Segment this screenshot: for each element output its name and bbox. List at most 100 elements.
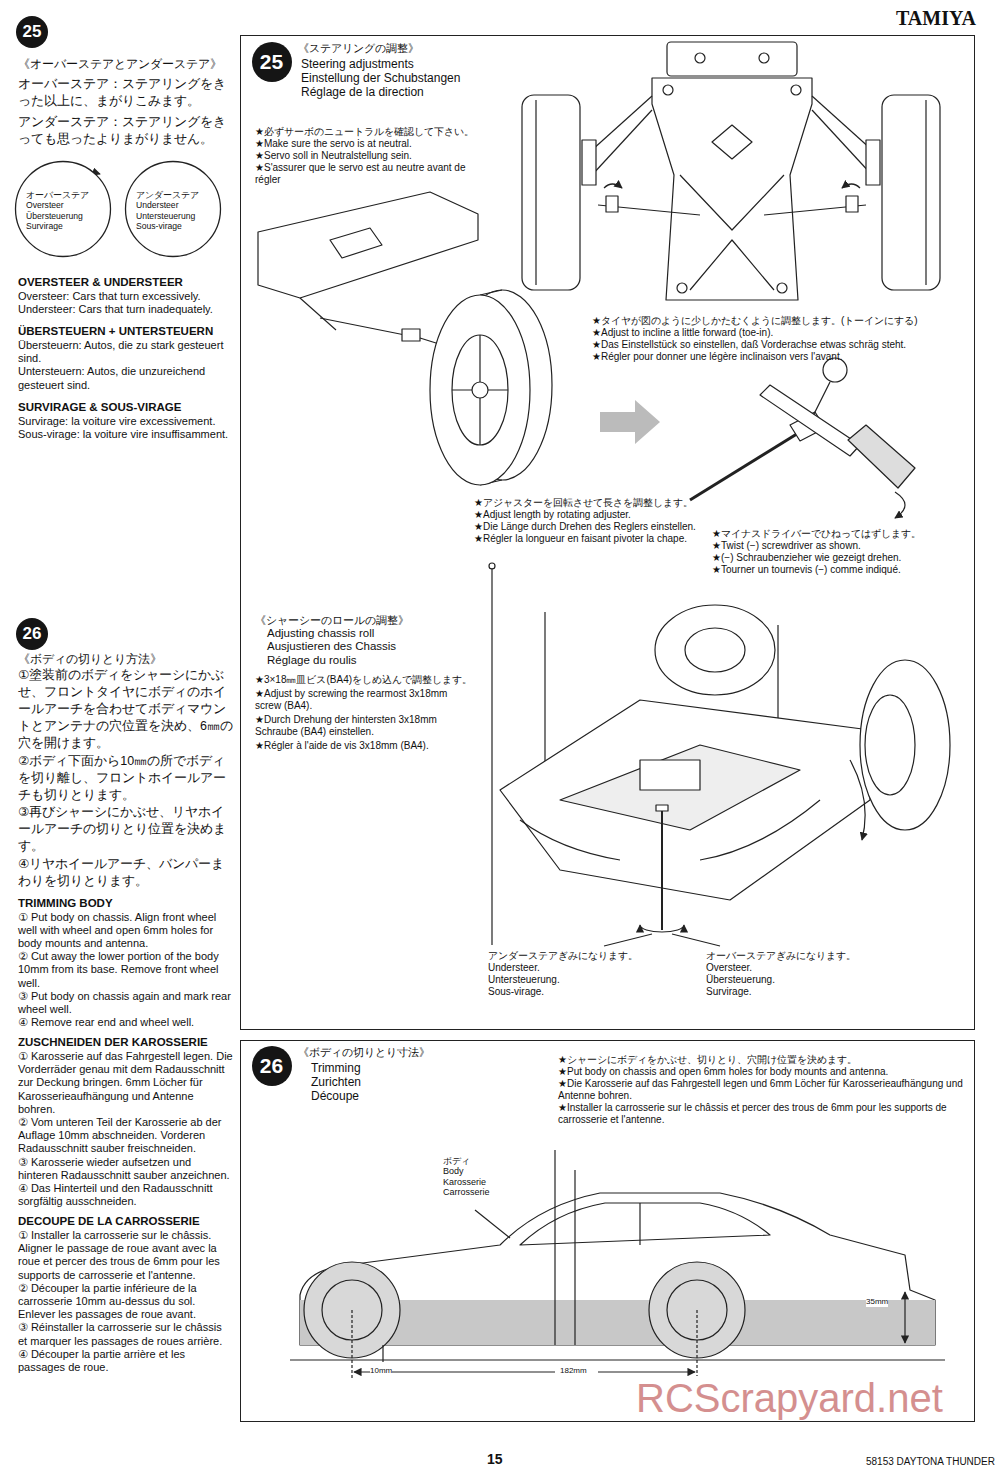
dimension-label: 182mm [560, 1366, 587, 1376]
illustration-line [842, 184, 860, 188]
illustration-line [402, 329, 420, 341]
screwdriver-detail [690, 358, 915, 518]
illustration-line [544, 612, 545, 770]
part-label: ボディ [443, 1156, 533, 1166]
result-label: オーバーステアぎみになります。 [706, 950, 881, 962]
section-heading: 《ボディの切りとり方法》 [18, 652, 233, 666]
note-text: ★Twist (−) screwdriver as shown. [712, 540, 967, 552]
section-heading: DECOUPE DE LA CARROSSERIE [18, 1215, 233, 1229]
note-text: ★Put body on chassis and open 6mm holes … [558, 1066, 963, 1078]
step-number: 25 [16, 16, 48, 48]
instruction-text: ③ Réinstaller la carrosserie sur le châs… [18, 1321, 233, 1347]
illustration-line [904, 1292, 905, 1343]
illustration-line [258, 192, 478, 298]
illustration-line [865, 695, 915, 795]
note-text: ★Servo soll in Neutralstellung sein. [255, 150, 480, 162]
illustration-line [598, 1371, 695, 1372]
illustration-line [290, 1359, 945, 1360]
note-text: ★シャーシにボディをかぶせ、切りとり、穴開け位置を決めます。 [558, 1054, 963, 1066]
note-text: ★S'assurer que le servo est au neutre av… [255, 162, 480, 186]
note-text: ★Adjust by screwing the rearmost 3x18mm … [255, 688, 473, 712]
illustration-line [330, 228, 382, 258]
illustration-line [382, 1345, 383, 1362]
illustration-line [866, 140, 880, 185]
node-text: Réglage de la direction [301, 86, 424, 100]
note-text: ★Durch Drehung der hintersten 3x18mm Sch… [255, 714, 473, 738]
part-label: Carrosserie [443, 1187, 533, 1197]
note-text: ★Make sure the servo is at neutral. [255, 138, 480, 150]
note-text: ★Die Länge durch Drehen des Reglers eins… [474, 521, 710, 533]
node-heading: 《ステアリングの調整》 [298, 42, 419, 55]
illustration-line [452, 335, 508, 445]
node-text: Sous-virage [136, 221, 222, 231]
step-number: 26 [23, 624, 42, 644]
node-heading: 《ボディの切りとり寸法》 [298, 1046, 430, 1059]
illustration-line [639, 1203, 640, 1245]
illustration-line [860, 660, 950, 830]
section-heading: Adjusting chassis roll [255, 627, 473, 641]
instruction-text: ① Installer la carrosserie sur le châssi… [18, 1229, 233, 1282]
dimension-label: 35mm [866, 1297, 888, 1307]
illustration-line [592, 110, 652, 175]
text-column: ボディBodyKarosserieCarrosserie [443, 1156, 533, 1197]
direction-arrow [600, 400, 660, 444]
illustration-line [848, 425, 915, 488]
steering-perspective [258, 192, 552, 485]
node-text: Steering adjustments [301, 58, 414, 72]
text-column: アンダーステアぎみになります。Understeer.Untersteuerung… [488, 950, 653, 998]
section-heading: 《オーバーステアとアンダーステア》 [18, 58, 233, 72]
chassis-top-view [522, 42, 940, 300]
illustration-line [640, 760, 700, 790]
illustration-line [652, 78, 812, 300]
instruction-text: ④ Das Hinterteil und den Radausschnitt s… [18, 1182, 233, 1208]
text-column: ★タイヤが図のように少しかたむくように調整します。(トーインにする)★Adjus… [592, 315, 972, 363]
section-heading: 《シャーシーのロールの調整》 [255, 614, 473, 627]
illustration-line [300, 298, 336, 330]
note-text: ★アジャスターを回転させて長さを調整します。 [474, 497, 710, 509]
text-column: ★シャーシにボディをかぶせ、切りとり、穴開け位置を決めます。★Put body … [558, 1054, 963, 1126]
instruction-text: ② Vom unteren Teil der Karosserie ab der… [18, 1116, 233, 1156]
illustration-line [685, 628, 745, 672]
illustration-line [680, 175, 784, 290]
illustration-line [812, 110, 872, 175]
illustration-line [661, 810, 663, 930]
illustration-line [472, 382, 488, 398]
illustration-line [475, 1210, 510, 1238]
node-text: Einstellung der Schubstangen [301, 72, 460, 86]
kit-name: 58153 DAYTONA THUNDER [866, 1456, 995, 1468]
step-number: 26 [260, 1054, 283, 1078]
illustration-line [430, 295, 530, 485]
illustration-line [677, 283, 687, 293]
illustration-line [812, 382, 830, 418]
note-text: ★Die Karosserie auf das Fahrgestell lege… [558, 1078, 963, 1102]
result-label: Understeer. [488, 962, 653, 974]
dimension-label: 10mm [370, 1366, 392, 1376]
text-column: 《オーバーステアとアンダーステア》オーバーステア：ステアリングをきった以上に、ま… [18, 58, 233, 148]
explanation-text: アンダーステア：ステアリングをきっても思ったよりまがりません。 [18, 113, 233, 148]
illustration-line [925, 100, 926, 285]
illustration-line [663, 85, 673, 95]
illustration-line [560, 745, 800, 830]
definition-text: Sous-virage: la voiture vire insuffisamm… [18, 428, 238, 441]
watermark: RCScrapyard.net [636, 1378, 943, 1418]
instruction-text: ③再びシャーシにかぶせ、リヤホイールアーチの切りとり位置を決めます。 [18, 804, 233, 855]
instruction-text: ④ Remove rear end and wheel well. [18, 1016, 233, 1029]
note-text: ★Installer la carrosserie sur le châssis… [558, 1102, 963, 1126]
instruction-text: ②ボディ下面から10㎜の所でボディを切り離し、フロントホイールアーチも切りとりま… [18, 753, 233, 804]
illustration-line [520, 1203, 770, 1245]
illustration-line [656, 805, 668, 811]
illustration-line [582, 140, 596, 185]
illustration-line [604, 184, 622, 188]
illustration-line [554, 1150, 555, 1345]
definition-text: Understeer: Cars that turn inadequately. [18, 303, 238, 316]
illustration-line [520, 800, 820, 860]
illustration-line [522, 95, 580, 290]
section-heading: ÜBERSTEUERN + UNTERSTEUERN [18, 325, 238, 339]
node-text: Oversteer [26, 200, 112, 210]
illustration-line [690, 432, 800, 500]
note-text: ★マイナスドライバーでひねってはずします。 [712, 528, 967, 540]
note-text: ★タイヤが図のように少しかたむくように調整します。(トーインにする) [592, 315, 972, 327]
text-column: ★アジャスターを回転させて長さを調整します。★Adjust length by … [474, 497, 710, 545]
illustration-line [712, 125, 752, 159]
illustration-line [777, 283, 787, 293]
